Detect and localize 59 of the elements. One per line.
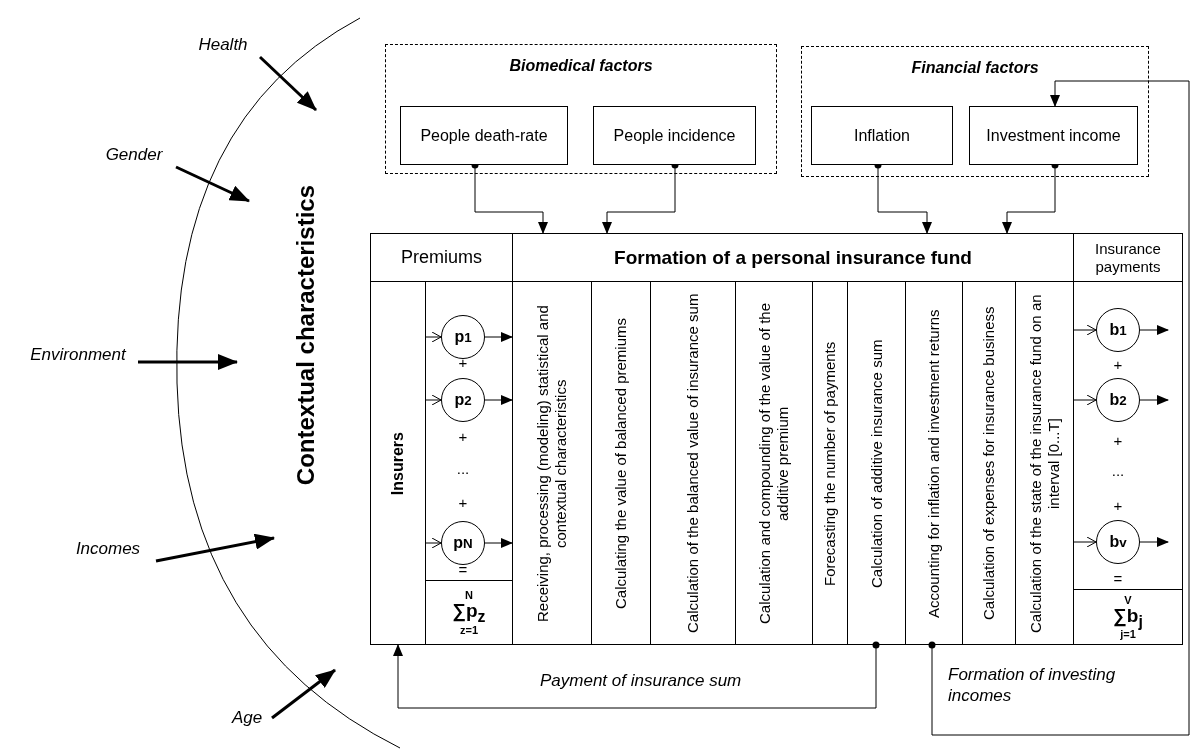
plus-sign: + <box>458 427 468 445</box>
plus-sign: + <box>1113 355 1123 373</box>
arrow <box>1072 536 1097 548</box>
arrow <box>1139 395 1169 405</box>
arrow <box>175 165 250 203</box>
plus-sign: + <box>1113 496 1123 514</box>
arrow <box>155 533 275 563</box>
table-column <box>512 233 1074 645</box>
table-column <box>370 233 513 645</box>
column-header: Premiums <box>371 234 512 282</box>
dashed-group <box>801 46 1149 177</box>
process-cell: Calculation of additive insurance sum <box>848 282 906 645</box>
arrow <box>484 395 513 405</box>
factor-box: People incidence <box>593 106 756 165</box>
arrow <box>1072 324 1097 336</box>
rotated-heading: Contextual characteristics <box>292 185 320 486</box>
plus-sign: + <box>1113 431 1123 449</box>
arrow <box>393 641 880 709</box>
equals-sign: = <box>1113 569 1123 587</box>
arrow <box>425 331 442 343</box>
arrow <box>271 668 336 720</box>
sum-cell: V ∑b$_{j}$ j=1 <box>1073 589 1183 645</box>
process-cell: Calculation of the balanced value of insurance sum <box>651 282 736 645</box>
ellipsis: ... <box>1111 461 1125 479</box>
process-cell: Calculation of expenses for insurance business <box>963 282 1016 645</box>
process-cell: Calculating the value of balanced premiums <box>592 282 651 645</box>
ellipsis: ... <box>456 459 470 477</box>
arrow <box>1139 537 1169 547</box>
process-cell: Receiving, processing (modeling) statistical and contextual characteristics <box>512 282 592 645</box>
factor-box: Investment income <box>969 106 1138 165</box>
sum-cell: N ∑p$_{z}$ z=1 <box>425 580 513 645</box>
process-cell: Accounting for inflation and investment returns <box>906 282 963 645</box>
factor-label: Gender <box>92 143 176 167</box>
arrow <box>484 332 513 342</box>
process-cell: Calculation of the state of the insurance fund on an interval [0...T] <box>1016 282 1073 645</box>
arrow <box>1072 394 1097 406</box>
process-cell: Forecasting the number of payments <box>813 282 848 645</box>
group-title: Biomedical factors <box>508 57 654 75</box>
insurers-cell: Insurers <box>370 282 426 645</box>
arrow <box>425 394 442 406</box>
arrow <box>425 537 442 549</box>
factor-box: Inflation <box>811 106 953 165</box>
dashed-group <box>385 44 777 174</box>
arrow <box>484 538 513 548</box>
plus-sign: + <box>458 493 468 511</box>
table-column <box>1073 233 1183 645</box>
factor-label: Health <box>186 33 260 57</box>
arrow <box>1139 325 1169 335</box>
arrow <box>928 80 1190 736</box>
group-title: Financial factors <box>910 59 1040 77</box>
process-cell: Calculation and compounding of the value of the additive premium <box>736 282 813 645</box>
factor-label: Incomes <box>60 537 156 561</box>
factor-label: Age <box>222 706 272 730</box>
arrow <box>258 55 318 112</box>
column-header: Formation of a personal insurance fund <box>513 234 1073 282</box>
column-header: Insurance payments <box>1074 234 1182 282</box>
factor-label: Environment <box>18 343 138 367</box>
arrow <box>138 354 238 370</box>
factor-box: People death-rate <box>400 106 568 165</box>
